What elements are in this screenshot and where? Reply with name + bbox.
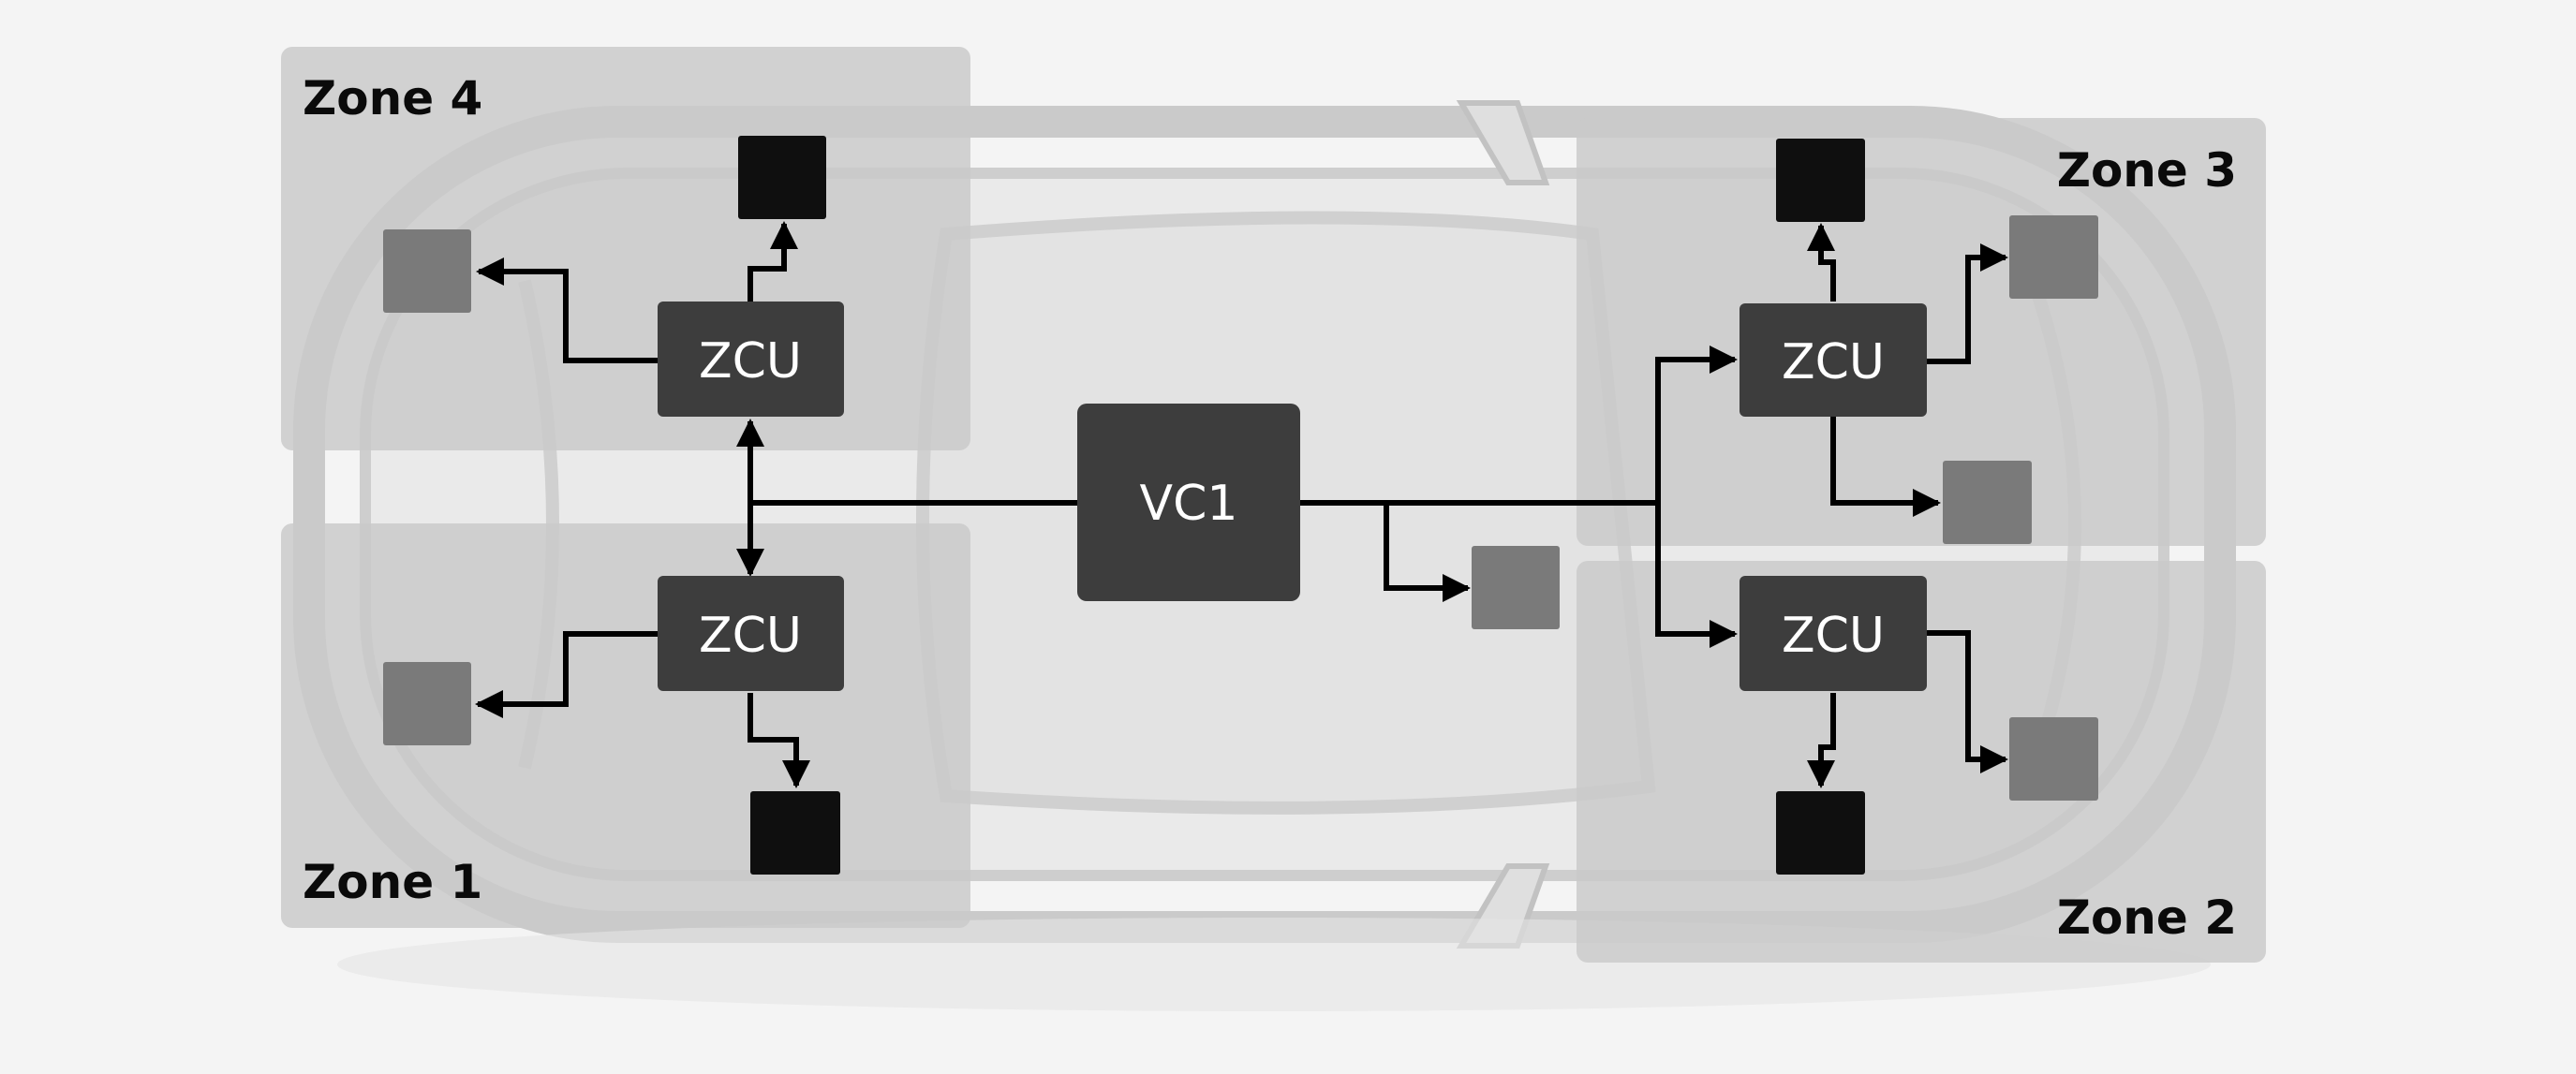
zone-3-label: Zone 3 xyxy=(2057,143,2237,198)
zcu-zone-3-label: ZCU xyxy=(1782,334,1885,390)
zone-4-gray-device xyxy=(383,229,471,313)
feed-zcu-zone2 xyxy=(1655,503,1738,648)
central-gray-device xyxy=(1472,546,1560,629)
z1-to-gray xyxy=(475,631,658,718)
wiring xyxy=(475,221,2008,788)
zone-3-dark-device xyxy=(1776,139,1865,222)
z3-to-gray-b xyxy=(1830,417,1941,517)
vc1-device-link xyxy=(1384,503,1471,602)
zone-4-dark-device xyxy=(738,136,826,219)
zone-2-gray-device xyxy=(2009,717,2098,801)
zone-3-gray-device-a xyxy=(2009,215,2098,299)
z4-to-dark xyxy=(748,221,798,302)
zcu-zone-4-label: ZCU xyxy=(699,333,802,390)
vc1-controller: VC1 xyxy=(1077,404,1300,601)
zcu-zone-2: ZCU xyxy=(1740,576,1927,691)
z3-to-dark xyxy=(1807,223,1836,302)
zone-2-dark-device xyxy=(1776,791,1865,875)
zone-1-label: Zone 1 xyxy=(303,855,482,909)
vc1-label: VC1 xyxy=(1140,476,1238,532)
zcu-zone-4: ZCU xyxy=(658,302,844,417)
zcu-zone-2-label: ZCU xyxy=(1782,608,1885,664)
zone-1-dark-device xyxy=(750,791,840,875)
zone-4-label: Zone 4 xyxy=(303,71,482,125)
zone-2-label: Zone 2 xyxy=(2057,890,2237,945)
z2-to-gray xyxy=(1927,630,2008,773)
z3-to-gray-a xyxy=(1927,243,2008,364)
zone-1-gray-device xyxy=(383,662,471,745)
z2-to-dark xyxy=(1807,693,1836,788)
zcu-zone-3: ZCU xyxy=(1740,303,1927,417)
zone-3-gray-device-b xyxy=(1943,461,2032,544)
zcu-zone-1-label: ZCU xyxy=(699,608,802,664)
z4-to-gray xyxy=(476,257,658,363)
z1-to-dark xyxy=(748,693,810,788)
zcu-zone-1: ZCU xyxy=(658,576,844,691)
